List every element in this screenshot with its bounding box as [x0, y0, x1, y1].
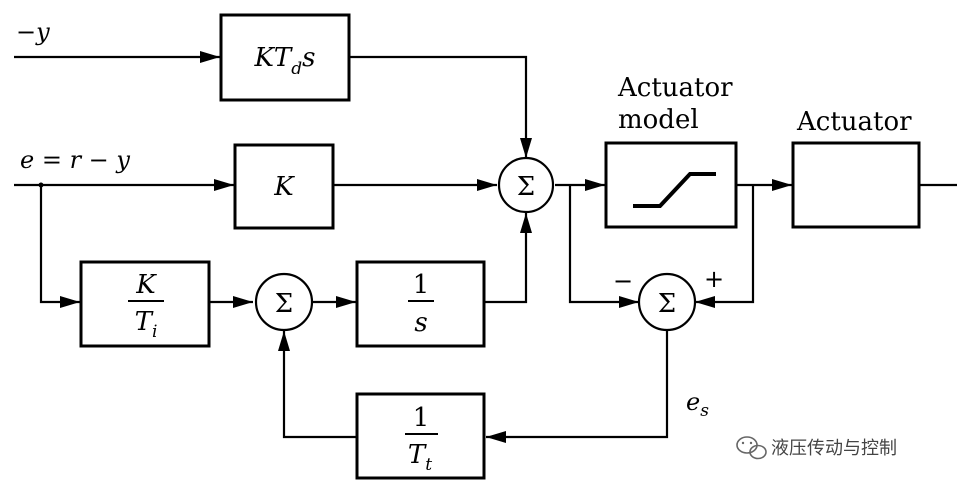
wire-integrator-to-main-sum — [485, 213, 532, 304]
tracking-gain-numerator: 1 — [413, 403, 430, 433]
integral-gain-numerator: K — [135, 270, 157, 300]
block-integral-gain: K Ti — [79, 260, 211, 348]
main-summing-junction: Σ — [497, 156, 555, 214]
signal-wires — [14, 51, 957, 443]
block-derivative: KTds — [219, 13, 351, 102]
minus-sign: − — [613, 267, 633, 295]
tracking-gain-denominator: Tt — [408, 440, 432, 475]
neg-y-signal-label: −y — [16, 18, 50, 46]
plus-sign: + — [704, 265, 724, 293]
block-tracking-gain: 1 Tt — [355, 392, 486, 480]
block-proportional: K — [233, 143, 335, 230]
wire-error-to-integral-gain — [39, 185, 80, 308]
integral-gain-denominator: Ti — [135, 307, 158, 342]
tracking-summing-junction: Σ — [637, 272, 697, 332]
block-actuator: Actuator — [791, 107, 921, 229]
sigma-symbol: Σ — [275, 289, 293, 319]
integrator-numerator: 1 — [413, 270, 430, 300]
saturation-curve-icon — [633, 172, 716, 208]
integrator-denominator: s — [414, 308, 427, 338]
sigma-symbol: Σ — [658, 289, 676, 319]
sigma-symbol: Σ — [517, 172, 535, 202]
error-signal-label: e = r − y — [20, 146, 130, 174]
derivative-label: KTds — [254, 43, 316, 79]
wechat-icon — [736, 436, 767, 460]
integral-summing-junction: Σ — [254, 272, 314, 332]
block-actuator-model: Actuator model — [604, 73, 738, 229]
wire-controller-output-to-tracking-sum — [568, 185, 639, 308]
tracking-error-label: es — [686, 388, 709, 421]
actuator-label: Actuator — [796, 107, 912, 137]
block-integrator: 1 s — [355, 260, 486, 348]
proportional-label: K — [273, 172, 295, 202]
watermark-text: 液压传动与控制 — [771, 438, 897, 459]
actuator-model-label-line1: Actuator — [617, 73, 733, 103]
actuator-model-label-line2: model — [618, 105, 699, 135]
wire-actuator-model-to-tracking-sum — [695, 185, 755, 308]
junction-dot — [38, 182, 44, 188]
wire-tracking-error-to-tracking-gain — [486, 330, 669, 443]
wire-derivative-to-main-sum — [350, 55, 532, 158]
wire-tracking-gain-to-integral-sum — [278, 331, 356, 439]
watermark: 液压传动与控制 — [736, 436, 897, 460]
